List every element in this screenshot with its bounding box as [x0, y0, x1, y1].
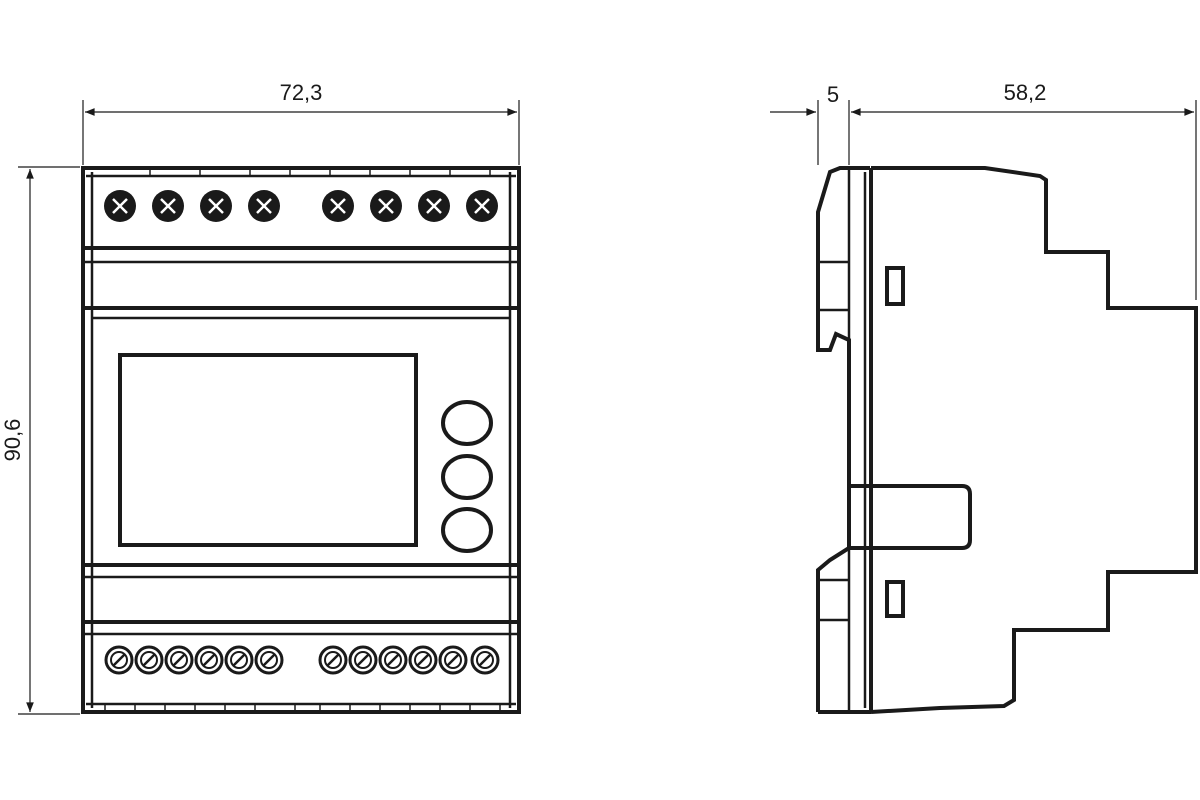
top-terminal-screw — [104, 190, 136, 222]
bottom-terminal-screw — [318, 645, 348, 675]
bottom-terminal-screw — [348, 645, 378, 675]
din-rail-clip — [849, 484, 972, 550]
bottom-terminal-screw — [104, 645, 134, 675]
side-front-cover-profile — [816, 166, 870, 712]
housing-outline — [81, 166, 521, 714]
side-latch-top — [885, 266, 905, 306]
front-button-3 — [441, 507, 493, 553]
top-terminal-screw — [466, 190, 498, 222]
bottom-terminal-screw — [408, 645, 438, 675]
top-terminal-screw — [370, 190, 402, 222]
display-window — [118, 353, 418, 547]
bottom-terminal-screw — [164, 645, 194, 675]
bottom-terminal-screw — [134, 645, 164, 675]
bottom-terminal-row — [104, 645, 501, 712]
top-terminal-screw — [152, 190, 184, 222]
bottom-terminal-screw — [194, 645, 224, 675]
side-latch-bottom — [885, 580, 905, 618]
front-buttons — [441, 400, 493, 553]
top-terminal-screw — [200, 190, 232, 222]
top-terminal-screw — [248, 190, 280, 222]
bottom-terminal-screw — [470, 645, 500, 675]
top-terminal-row — [104, 168, 498, 222]
side-body-profile — [870, 166, 1198, 714]
front-button-2 — [441, 454, 493, 500]
top-terminal-screw — [322, 190, 354, 222]
offset-dimension-label: 5 — [827, 82, 839, 107]
side-view: 5 58,2 — [770, 80, 1198, 714]
height-dimension-label: 90,6 — [0, 419, 25, 462]
bottom-terminal-screw — [438, 645, 468, 675]
top-terminal-screw — [418, 190, 450, 222]
bottom-terminal-screw — [378, 645, 408, 675]
front-button-1 — [441, 400, 493, 446]
front-view: 72,3 90,6 — [0, 80, 521, 715]
depth-dimension-label: 58,2 — [1004, 80, 1047, 105]
bottom-terminal-screw — [224, 645, 254, 675]
bottom-terminal-screw — [254, 645, 284, 675]
width-dimension-label: 72,3 — [280, 80, 323, 105]
